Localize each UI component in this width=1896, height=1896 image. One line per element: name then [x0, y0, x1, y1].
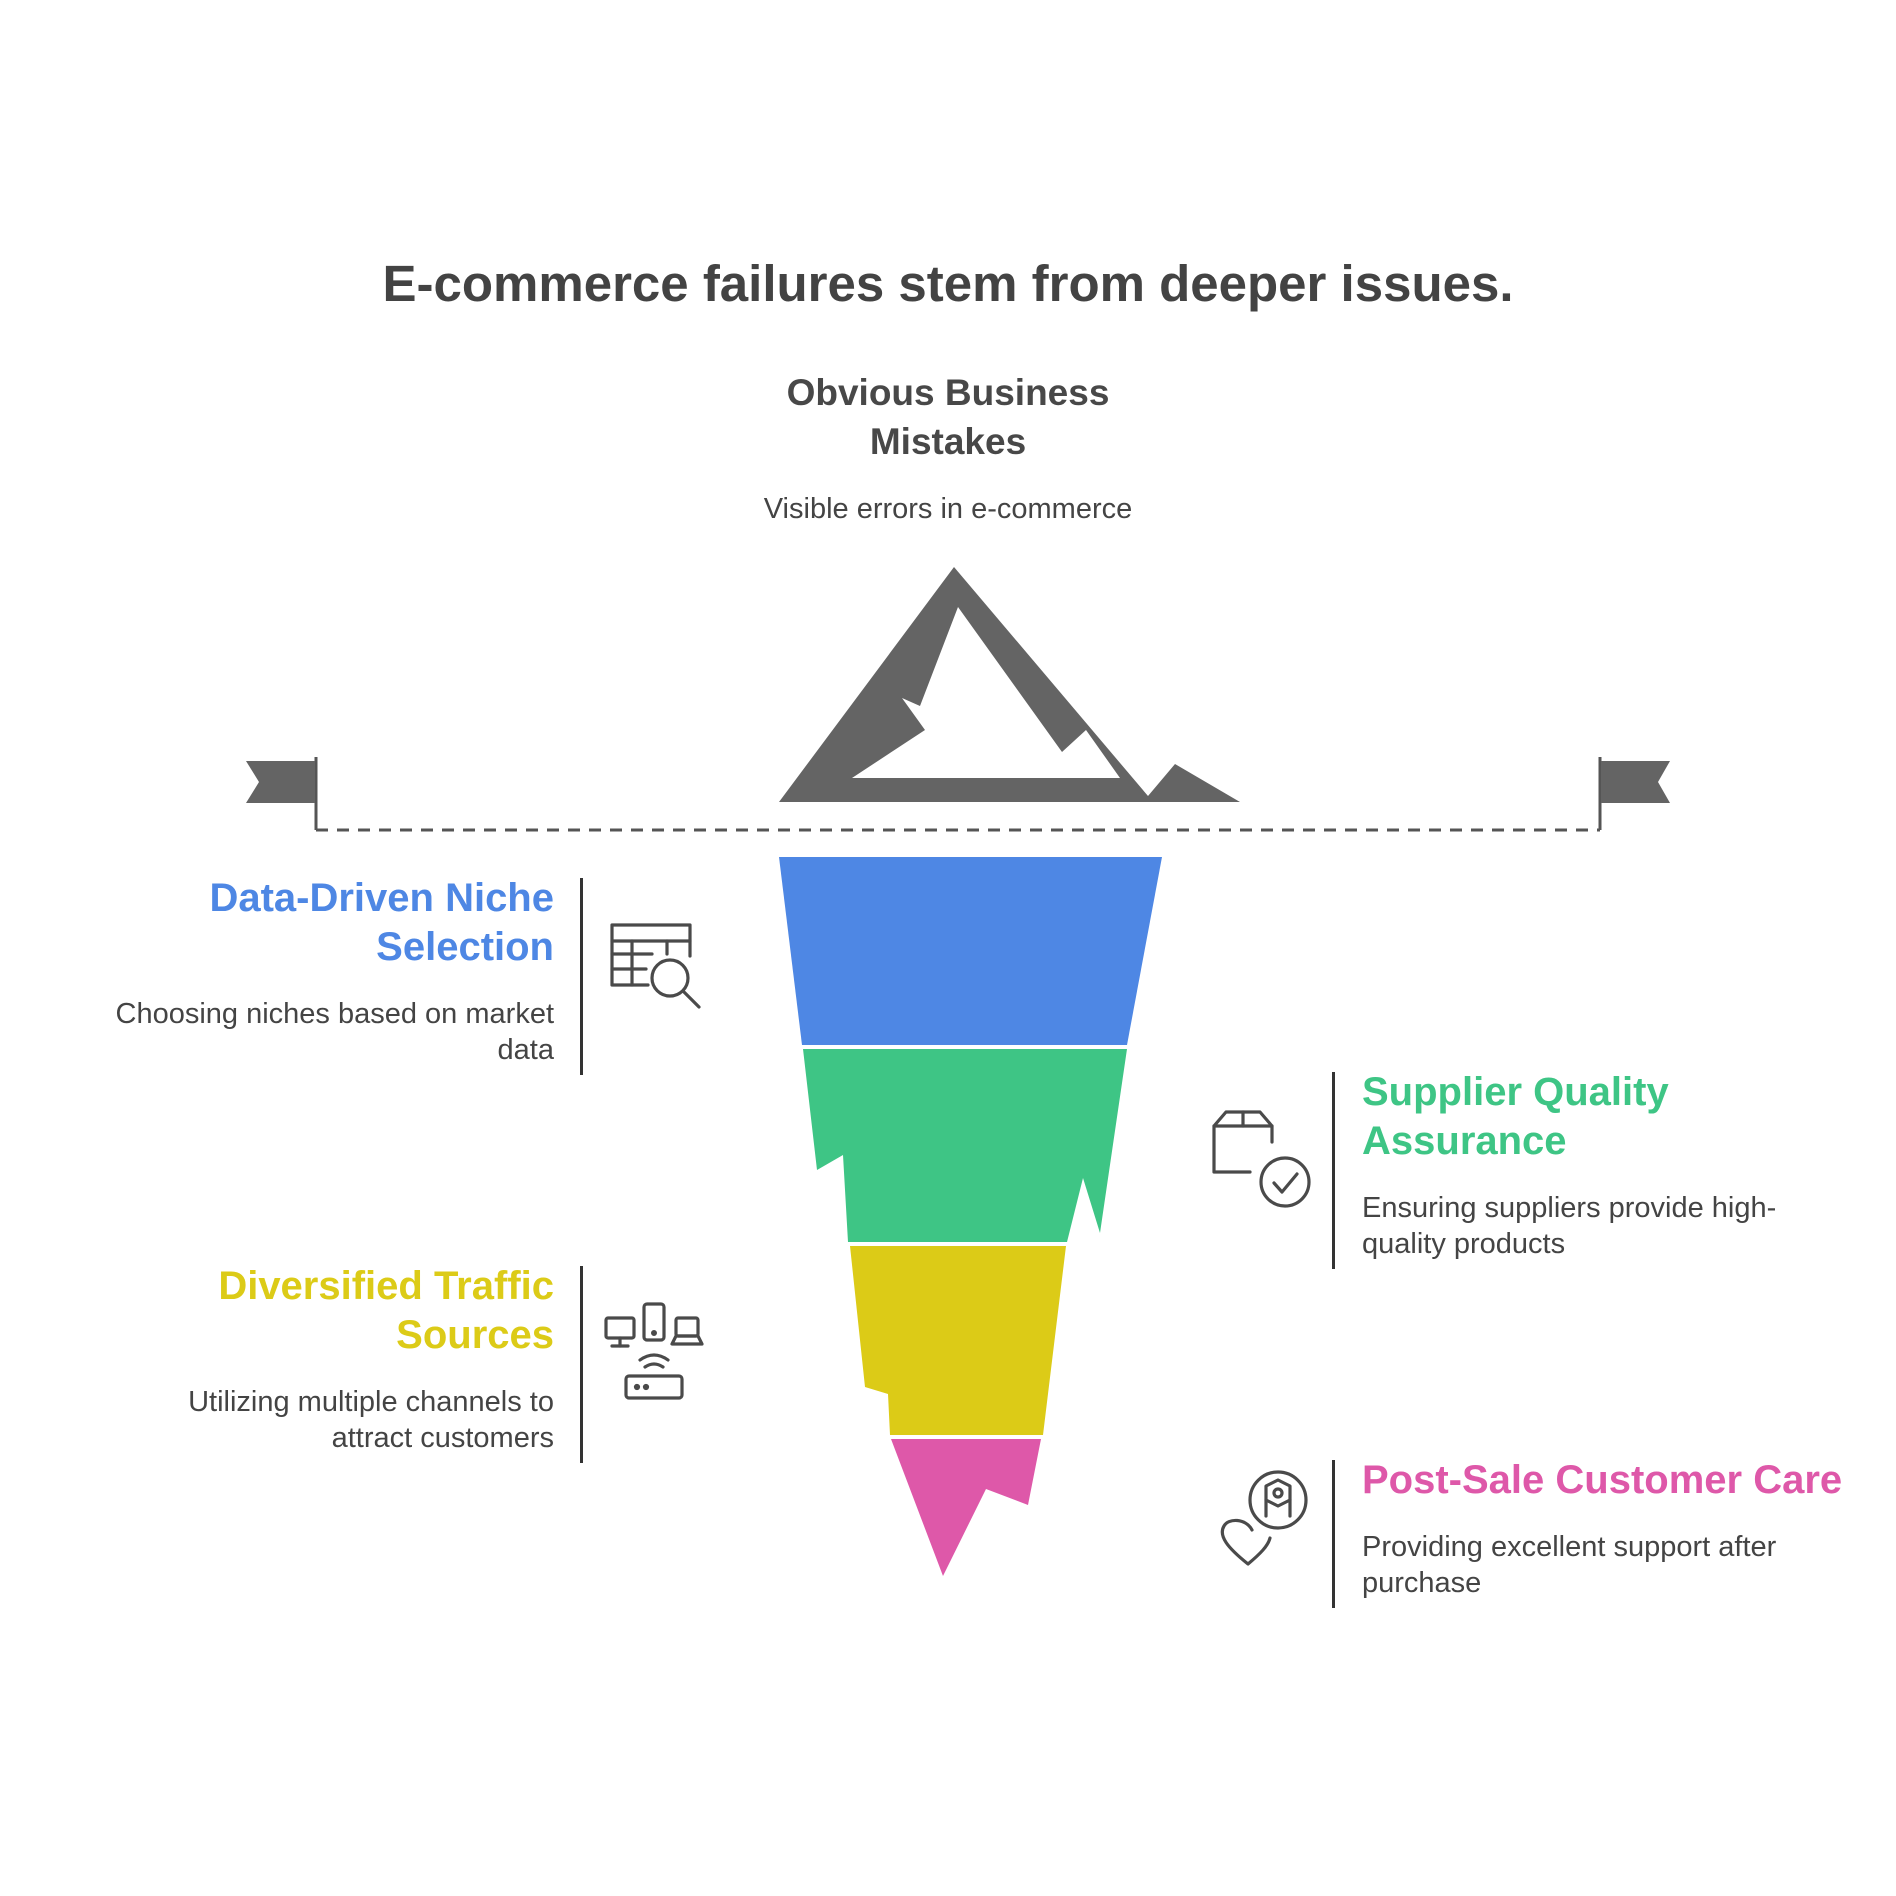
layer-1-description: Choosing niches based on market data — [60, 996, 554, 1068]
layer-3-shape — [850, 1246, 1066, 1435]
layer-2-divider — [1332, 1072, 1335, 1269]
layer-3-label: Diversified Traffic Sources Utilizing mu… — [60, 1262, 554, 1456]
tip-title: Obvious Business Mistakes — [648, 368, 1248, 466]
layer-2-title: Supplier Quality Assurance — [1362, 1068, 1882, 1166]
layer-1-title: Data-Driven Niche Selection — [60, 874, 554, 972]
layer-3-description: Utilizing multiple channels to attract c… — [60, 1384, 554, 1456]
layer-4-divider — [1332, 1460, 1335, 1608]
tip-title-line2: Mistakes — [869, 421, 1027, 462]
waterline — [246, 757, 1670, 832]
layer-2-title-line2: Assurance — [1362, 1119, 1567, 1163]
layer-4-title: Post-Sale Customer Care — [1362, 1456, 1882, 1505]
layer-4-label: Post-Sale Customer Care Providing excell… — [1362, 1456, 1882, 1601]
devices-network-icon — [604, 1302, 704, 1400]
layer-2-shape — [803, 1049, 1127, 1242]
iceberg-tip — [779, 567, 1240, 802]
layer-4-shape — [891, 1439, 1041, 1576]
iceberg-tip-outline — [779, 567, 1240, 802]
left-flag — [246, 761, 315, 803]
layer-2-label: Supplier Quality Assurance Ensuring supp… — [1362, 1068, 1882, 1262]
layer-1-desc-line1: Choosing niches based on market — [115, 998, 554, 1030]
layer-3-divider — [580, 1266, 583, 1463]
layer-2-desc-line1: Ensuring suppliers provide high- — [1362, 1192, 1777, 1224]
layer-1-title-line1: Data-Driven Niche — [209, 876, 554, 920]
layer-3-desc-line2: attract customers — [331, 1422, 554, 1454]
layer-3-title: Diversified Traffic Sources — [60, 1262, 554, 1360]
right-flag — [1601, 761, 1670, 803]
tip-title-line1: Obvious Business — [786, 372, 1110, 413]
layer-3-desc-line1: Utilizing multiple channels to — [188, 1386, 554, 1418]
layer-2-title-line1: Supplier Quality — [1362, 1070, 1669, 1114]
box-check-icon — [1212, 1110, 1311, 1208]
layer-1-title-line2: Selection — [376, 925, 554, 969]
layer-4-desc-line2: purchase — [1362, 1567, 1482, 1599]
layer-1-desc-line2: data — [497, 1034, 554, 1066]
layer-2-description: Ensuring suppliers provide high- quality… — [1362, 1190, 1882, 1262]
layer-2-desc-line2: quality products — [1362, 1228, 1566, 1260]
table-search-icon — [610, 923, 701, 1009]
layer-3-title-line1: Diversified Traffic — [218, 1264, 554, 1308]
layer-4-desc-line1: Providing excellent support after — [1362, 1531, 1777, 1563]
layer-1-label: Data-Driven Niche Selection Choosing nic… — [60, 874, 554, 1068]
tip-description: Visible errors in e-commerce — [763, 493, 1133, 525]
heart-support-icon — [1220, 1470, 1308, 1566]
page-title: E-commerce failures stem from deeper iss… — [382, 255, 1514, 312]
layer-1-shape — [779, 857, 1162, 1045]
layer-3-title-line2: Sources — [396, 1313, 554, 1357]
layer-1-divider — [580, 878, 583, 1075]
layer-4-description: Providing excellent support after purcha… — [1362, 1529, 1882, 1601]
layer-4-title-line1: Post-Sale Customer Care — [1362, 1458, 1843, 1502]
